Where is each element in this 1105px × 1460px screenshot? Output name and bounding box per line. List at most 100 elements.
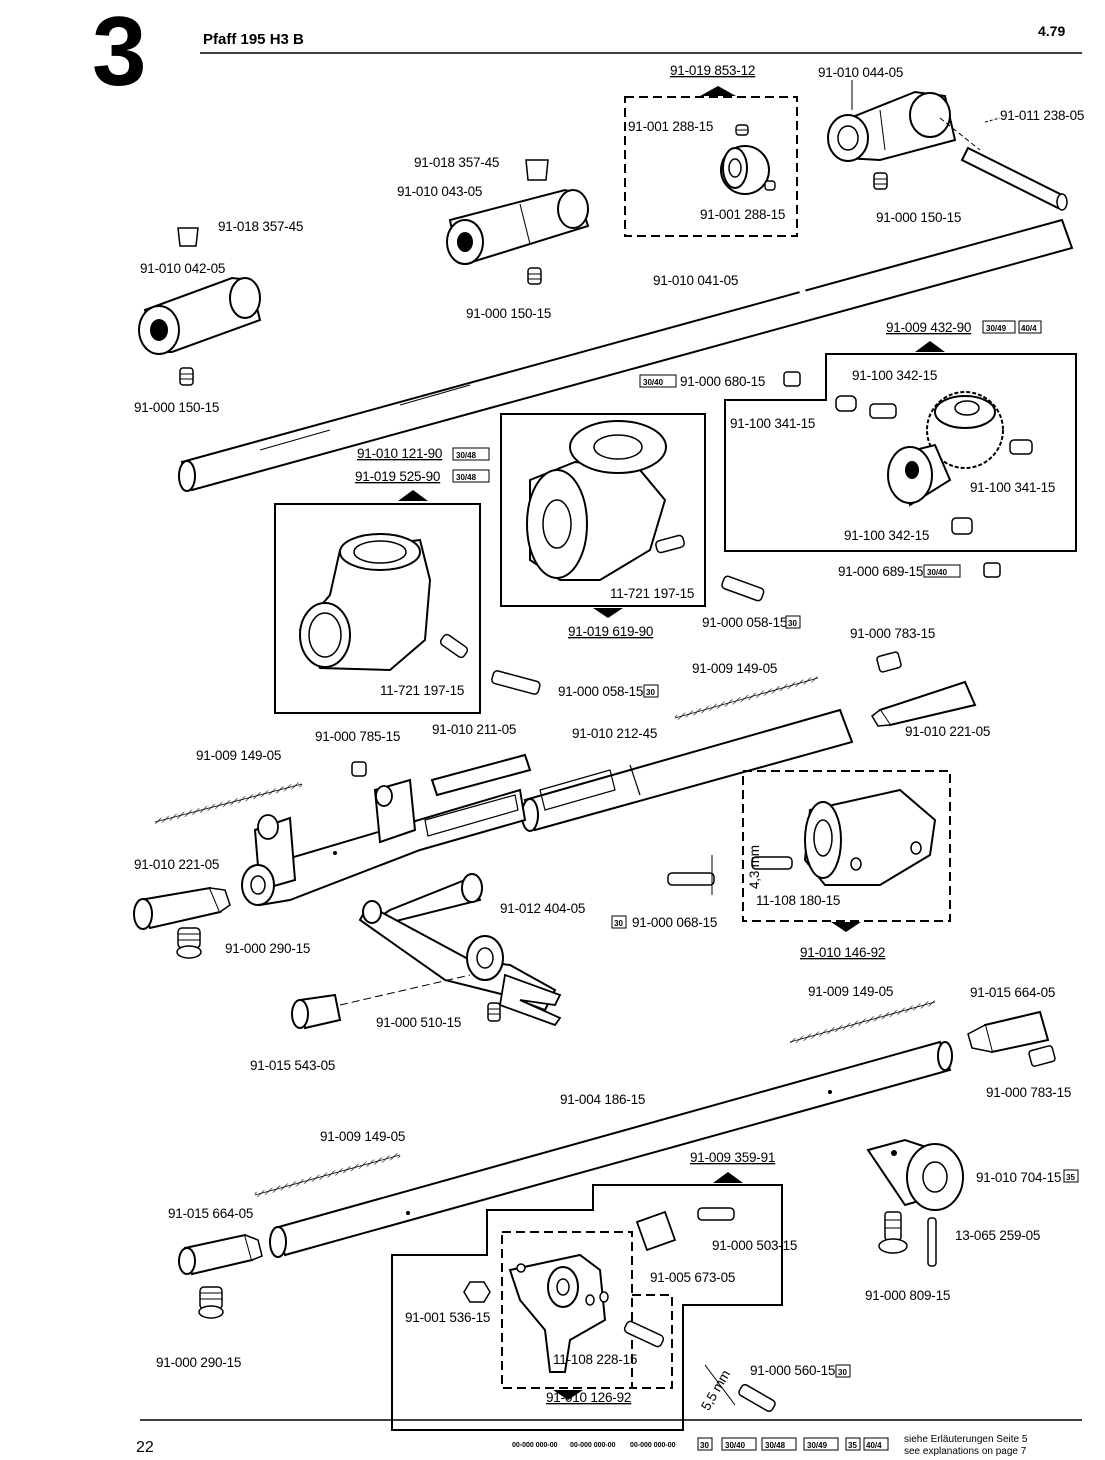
plug-015664-b: 91-015 664-05 bbox=[168, 1206, 263, 1276]
legend-tag: 30/48 bbox=[765, 1441, 786, 1450]
note-german: siehe Erläuterungen Seite 5 bbox=[904, 1434, 1028, 1445]
upper-shaft-010041: 91-010 041-05 bbox=[178, 218, 1074, 492]
tag-30-48: 30/48 bbox=[456, 451, 477, 460]
part-label: 91-000 150-15 bbox=[466, 306, 551, 321]
part-label: 91-018 357-45 bbox=[414, 155, 499, 170]
assembly-arrow bbox=[398, 490, 428, 501]
assembly-arrow bbox=[831, 922, 861, 932]
set-screw-part bbox=[735, 124, 749, 136]
part-label: 91-000 058-15 bbox=[558, 684, 643, 699]
part-label: 91-010 212-45 bbox=[572, 726, 657, 741]
legend-tag: 30 bbox=[700, 1441, 709, 1450]
lever-part bbox=[508, 1253, 609, 1373]
part-label: 91-010 043-05 bbox=[397, 184, 482, 199]
assembly-dashed-box bbox=[742, 770, 951, 922]
legend-code: 00-000 000-00 bbox=[630, 1442, 676, 1449]
assembly-box bbox=[724, 353, 1077, 552]
page-header: 3 Pfaff 195 H3 B 4.79 bbox=[92, 0, 1082, 106]
part-label: 91-100 341-15 bbox=[970, 480, 1055, 495]
group-set-collar: 91-019 853-12 91-001 288-15 91-001 288-1… bbox=[624, 63, 798, 237]
part-label: 91-010 042-05 bbox=[140, 261, 225, 276]
group-reservoir-010121: 91-010 121-90 30/48 91-019 525-90 30/48 … bbox=[274, 446, 490, 714]
part-label: 91-000 503-15 bbox=[712, 1238, 797, 1253]
part-label: 91-015 664-05 bbox=[970, 985, 1055, 1000]
page-footer: 22 00-000 000-00 00-000 000-00 00-000 00… bbox=[136, 1419, 1082, 1457]
plug-010221-a: 91-000 783-15 91-010 221-05 bbox=[850, 626, 990, 739]
tag-35: 35 bbox=[1066, 1173, 1075, 1182]
assembly-arrow bbox=[915, 341, 945, 352]
crank-012404: 91-012 404-05 bbox=[358, 873, 585, 1027]
pin-065259: 13-065 259-05 bbox=[927, 1217, 1040, 1267]
assembly-label-010121: 91-010 121-90 bbox=[357, 446, 442, 461]
part-label: 91-018 357-45 bbox=[218, 219, 303, 234]
part-label: 91-000 809-15 bbox=[865, 1288, 950, 1303]
screw-000068: 4,3 mm 30 91-000 068-15 bbox=[611, 845, 762, 930]
tag-30-40: 30/40 bbox=[927, 568, 948, 577]
note-english: see explanations on page 7 bbox=[904, 1446, 1027, 1457]
assembly-label-019619: 91-019 619-90 bbox=[568, 624, 653, 639]
nut-part bbox=[463, 1281, 491, 1303]
part-label: 91-010 211-05 bbox=[432, 722, 516, 737]
lower-shaft-004186: 91-004 186-15 bbox=[269, 1040, 953, 1258]
page-number: 22 bbox=[136, 1439, 154, 1456]
part-label: 91-004 186-15 bbox=[560, 1092, 645, 1107]
part-label: 91-000 290-15 bbox=[225, 941, 310, 956]
part-label: 91-015 664-05 bbox=[168, 1206, 253, 1221]
part-label: 91-000 058-15 bbox=[702, 615, 787, 630]
tag-30-49: 30/49 bbox=[986, 324, 1007, 333]
plug-010221-b: 91-010 221-05 bbox=[133, 857, 231, 930]
part-label: 91-000 785-15 bbox=[315, 729, 400, 744]
part-label: 11-721 197-15 bbox=[380, 683, 464, 698]
part-label: 91-009 149-05 bbox=[320, 1129, 405, 1144]
wick-009149-a: 91-009 149-05 bbox=[674, 661, 819, 721]
bracket-part bbox=[803, 788, 937, 886]
tag-30-40: 30/40 bbox=[643, 378, 664, 387]
legend-tag: 30/49 bbox=[807, 1441, 828, 1450]
part-label: 91-000 783-15 bbox=[850, 626, 935, 641]
bearing-housing-part bbox=[526, 420, 667, 581]
wick-009149-c: 91-009 149-05 bbox=[789, 984, 936, 1045]
legend-code: 00-000 000-00 bbox=[512, 1442, 558, 1449]
legend-code: 00-000 000-00 bbox=[570, 1442, 616, 1449]
shaft-010211-010212: 91-010 211-05 91-010 212-45 bbox=[430, 708, 854, 832]
assembly-box bbox=[500, 413, 706, 607]
screw-000290-b: 91-000 290-15 bbox=[156, 1286, 241, 1370]
part-label: 91-000 680-15 bbox=[680, 374, 765, 389]
part-label: 91-015 543-05 bbox=[250, 1058, 335, 1073]
slide-block-part bbox=[635, 1210, 677, 1252]
screw-000058-a: 91-000 058-15 30 bbox=[702, 575, 801, 630]
dimension-label: 4,3 mm bbox=[747, 845, 762, 889]
rocker-frame-part bbox=[241, 778, 527, 907]
legend-codes: 00-000 000-00 00-000 000-00 00-000 000-0… bbox=[512, 1442, 676, 1449]
part-label: 13-065 259-05 bbox=[955, 1228, 1040, 1243]
part-label: 11-108 180-15 bbox=[756, 893, 840, 908]
pin-015543: 91-015 543-05 bbox=[250, 974, 471, 1073]
dimension-label: 5,5 mm bbox=[698, 1368, 733, 1413]
assembly-label-019525: 91-019 525-90 bbox=[355, 469, 440, 484]
tag-30: 30 bbox=[614, 919, 623, 928]
clamp-010704: 91-010 704-15 35 bbox=[866, 1138, 1079, 1211]
assembly-label-010126: 91-010 126-92 bbox=[546, 1390, 631, 1405]
screw-000689: 91-000 689-15 30/40 bbox=[838, 562, 1001, 579]
part-label: 91-000 150-15 bbox=[876, 210, 961, 225]
part-label: 91-012 404-05 bbox=[500, 901, 585, 916]
tag-30: 30 bbox=[838, 1368, 847, 1377]
pin-011238: 91-011 238-05 bbox=[960, 108, 1084, 211]
group-bearing-019619: 11-721 197-15 91-019 619-90 bbox=[500, 413, 706, 639]
legend-tags: 30 30/40 30/48 30/49 35 40/4 bbox=[697, 1437, 889, 1451]
part-label: 91-000 150-15 bbox=[134, 400, 219, 415]
group-lever-009359: 91-009 359-91 91-001 536-15 91-005 673-0… bbox=[391, 1150, 797, 1431]
reservoir-housing-part bbox=[298, 533, 432, 672]
assembly-arrow bbox=[593, 608, 623, 618]
tag-40-4: 40/4 bbox=[1021, 324, 1037, 333]
bushing-010043: 91-018 357-45 91-010 043-05 91-000 150-1… bbox=[397, 155, 590, 321]
assembly-arrow bbox=[713, 1172, 743, 1183]
part-label: 91-000 068-15 bbox=[632, 915, 717, 930]
assembly-box bbox=[274, 503, 481, 714]
part-label: 91-100 342-15 bbox=[844, 528, 929, 543]
tag-30: 30 bbox=[788, 619, 797, 628]
legend-tag: 30/40 bbox=[725, 1441, 746, 1450]
tag-30: 30 bbox=[646, 688, 655, 697]
part-label: 11-721 197-15 bbox=[610, 586, 694, 601]
